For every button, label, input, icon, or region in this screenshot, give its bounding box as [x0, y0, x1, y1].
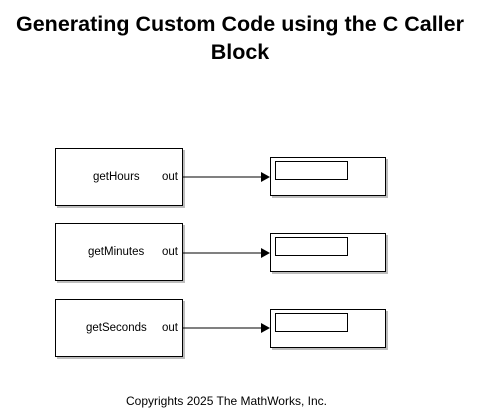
diagram-title: Generating Custom Code using the C Calle… [16, 12, 464, 64]
c-caller-block-getseconds[interactable]: getSeconds out [55, 299, 183, 357]
display-value-field [275, 161, 348, 180]
output-port-label: out [162, 322, 178, 334]
arrowhead-icon [261, 172, 270, 182]
function-name-label: getHours [93, 171, 140, 183]
copyright-footer: Copyrights 2025 The MathWorks, Inc. [126, 394, 327, 408]
display-block-hours[interactable] [270, 157, 386, 196]
display-block-seconds[interactable] [270, 309, 386, 348]
display-value-field [275, 313, 348, 332]
output-port-label: out [162, 171, 178, 183]
c-caller-block-gethours[interactable]: getHours out [55, 148, 183, 206]
c-caller-block-getminutes[interactable]: getMinutes out [55, 223, 183, 281]
function-name-label: getMinutes [88, 246, 145, 258]
arrowhead-icon [261, 248, 270, 258]
display-value-field [275, 237, 348, 256]
output-port-label: out [162, 246, 178, 258]
function-name-label: getSeconds [86, 322, 147, 334]
arrowhead-icon [261, 323, 270, 333]
display-block-minutes[interactable] [270, 233, 386, 272]
